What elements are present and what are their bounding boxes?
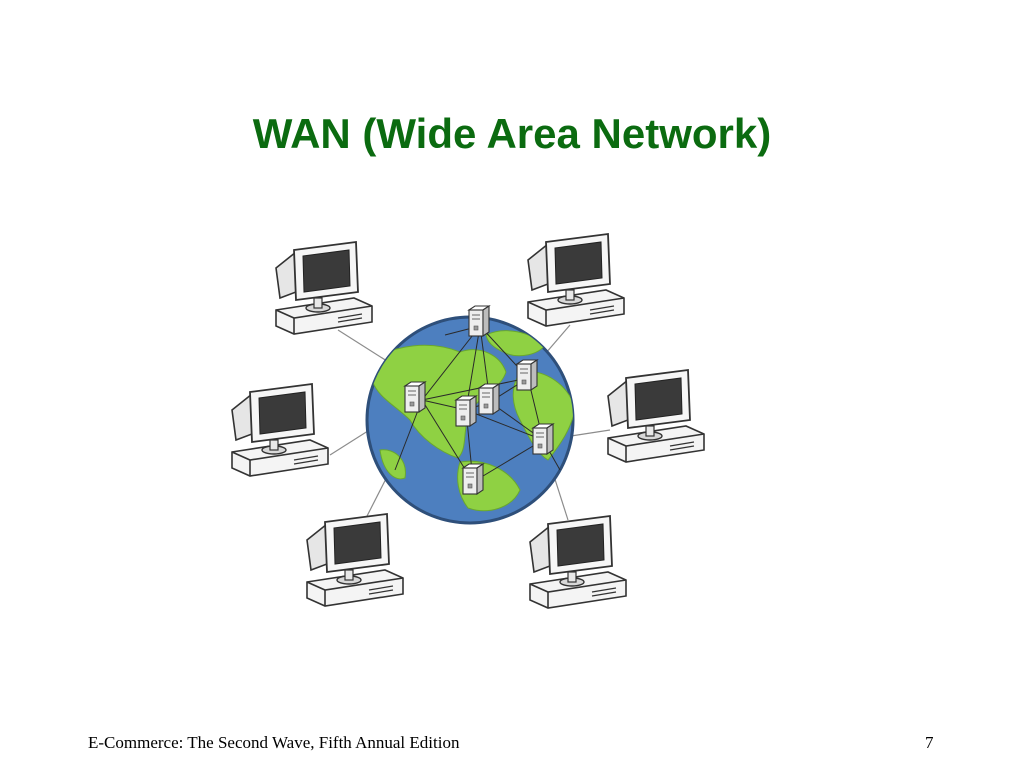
- server-icon: [516, 359, 538, 391]
- computer-icon: [527, 233, 625, 327]
- footer-text: E-Commerce: The Second Wave, Fifth Annua…: [88, 733, 460, 752]
- computer-icon: [607, 369, 705, 463]
- slide-title: WAN (Wide Area Network): [252, 110, 772, 157]
- computer-icon: [231, 383, 329, 477]
- server-icon: [468, 305, 490, 337]
- server-icon: [455, 395, 477, 427]
- computer-icon: [529, 515, 627, 609]
- server-icon: [532, 423, 554, 455]
- server-icon: [478, 383, 500, 415]
- server-icon: [462, 463, 484, 495]
- wan-diagram: [231, 233, 705, 609]
- computer-icon: [275, 241, 373, 335]
- page-number: 7: [925, 733, 934, 752]
- server-icon: [404, 381, 426, 413]
- computer-icon: [306, 513, 404, 607]
